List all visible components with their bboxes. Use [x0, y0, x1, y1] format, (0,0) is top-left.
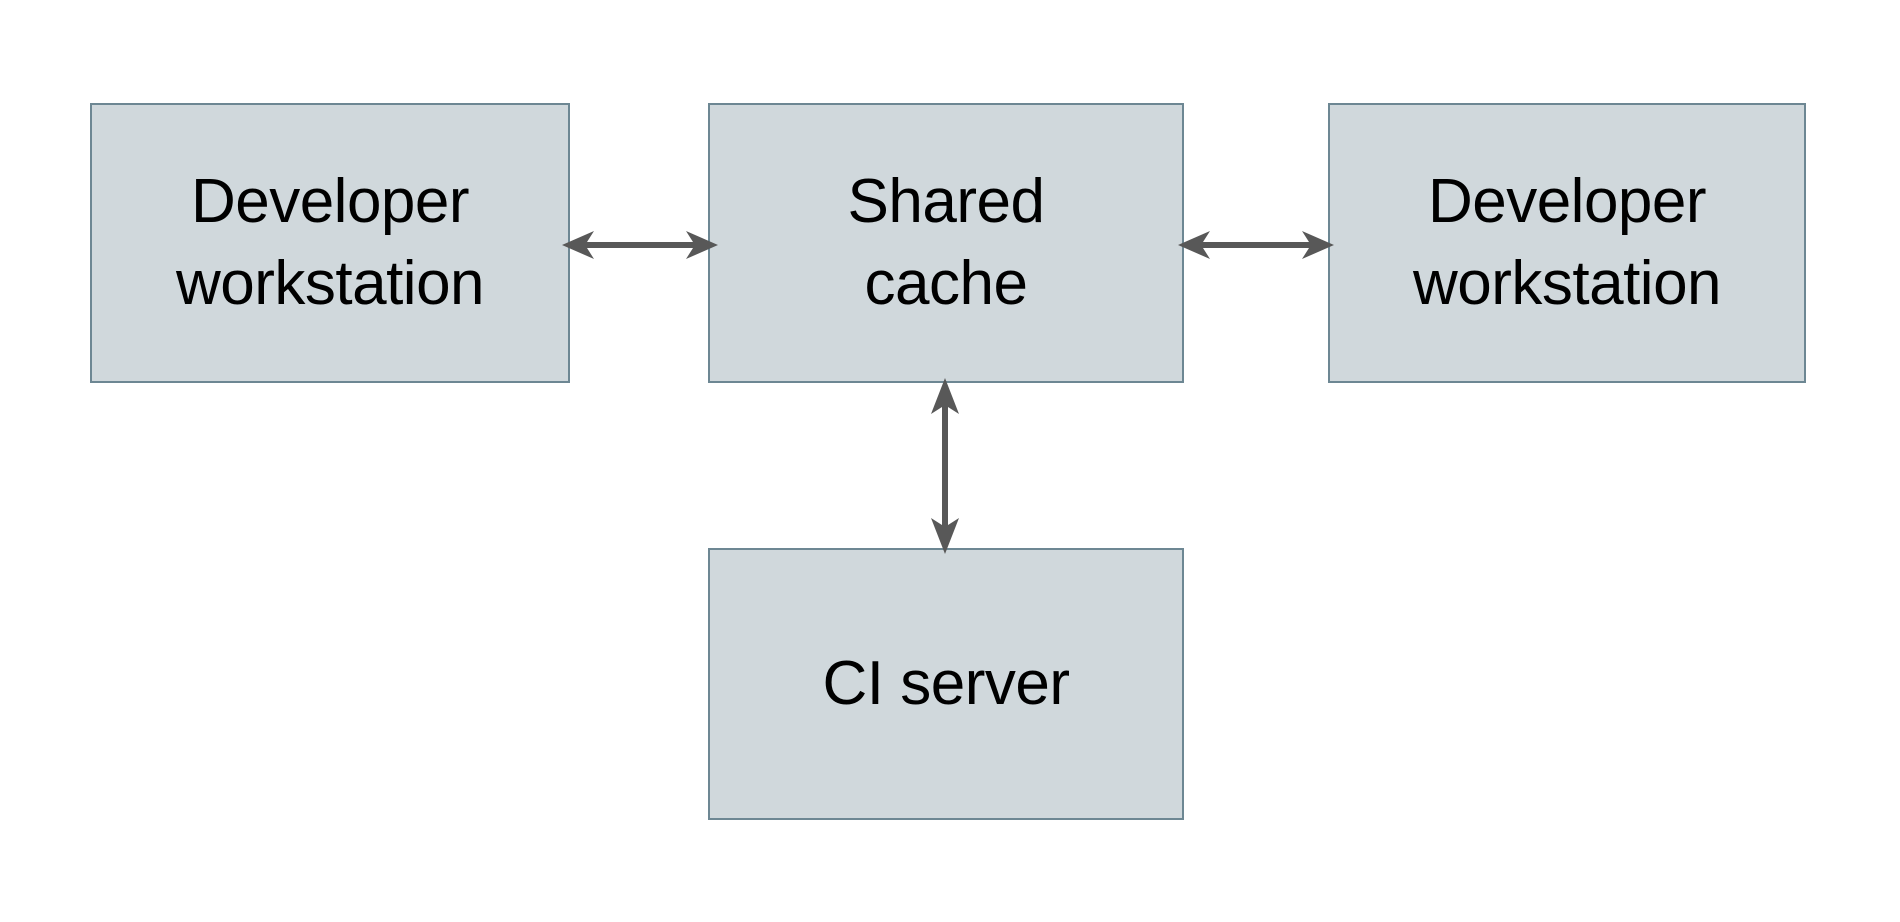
double-arrow-horizontal-icon [562, 231, 718, 259]
node-label-ci-server: CI server [822, 649, 1070, 719]
connector-left-workstation-to-cache [562, 231, 718, 259]
connector-cache-to-right-workstation [1178, 231, 1334, 259]
double-arrow-vertical-icon [931, 378, 959, 554]
node-developer-workstation-left[interactable]: Developer workstation [90, 103, 570, 383]
node-shared-cache[interactable]: Shared cache [708, 103, 1184, 383]
node-label-developer-workstation-left: Developer workstation [175, 167, 485, 318]
node-label-shared-cache: Shared cache [847, 167, 1045, 318]
node-label-developer-workstation-right: Developer workstation [1412, 167, 1722, 318]
connector-cache-to-ci-server [931, 378, 959, 554]
node-ci-server[interactable]: CI server [708, 548, 1184, 820]
node-developer-workstation-right[interactable]: Developer workstation [1328, 103, 1806, 383]
double-arrow-horizontal-icon [1178, 231, 1334, 259]
